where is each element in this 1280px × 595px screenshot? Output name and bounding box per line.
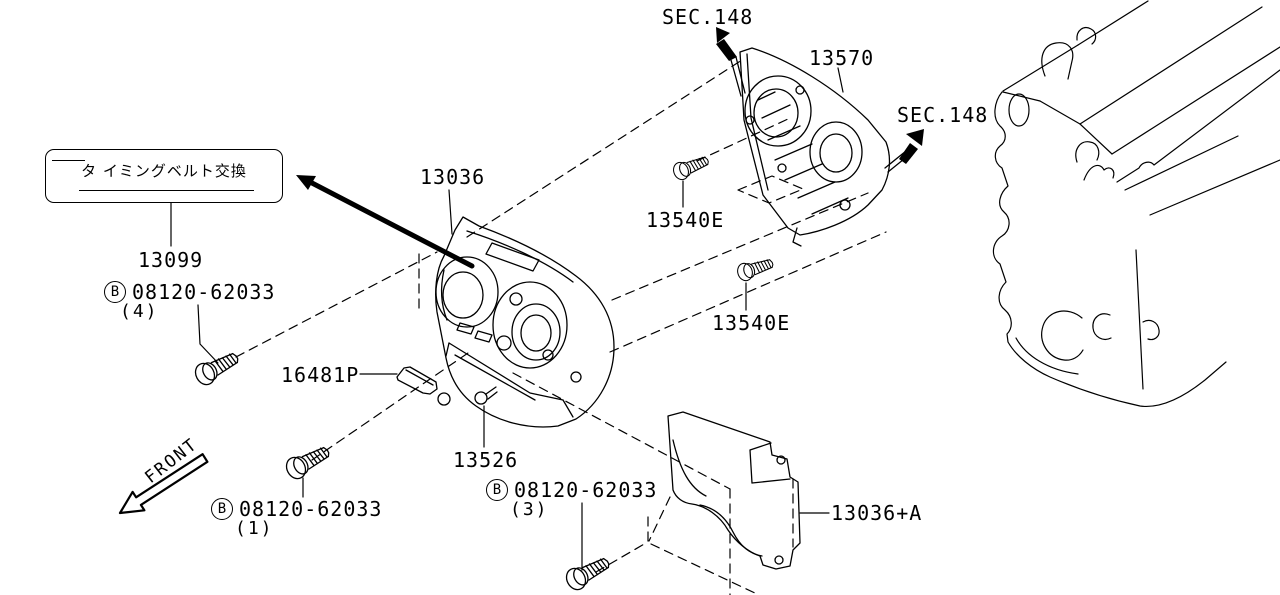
note-tick-line: [52, 160, 85, 161]
sec148-top-arrow-icon: [716, 27, 737, 61]
leader-lines: [170, 67, 844, 571]
sec148-right-arrow-icon: [899, 129, 924, 164]
lower-cover-13036a-drawing: [667, 411, 801, 570]
bolt-b1-icon: [282, 440, 334, 483]
bolt-ref-b4-number: 08120-62033: [132, 280, 276, 304]
sec148-right-label: SEC.148: [897, 103, 989, 127]
bolt-b4-icon: [191, 346, 243, 389]
part-label-13540e-b: 13540E: [712, 311, 791, 335]
stud-13526-icon: [474, 386, 498, 405]
part-label-13540e-a: 13540E: [646, 208, 725, 232]
bolt-ref-b4: B 08120-62033: [104, 281, 275, 303]
bolt-ref-b3: B 08120-62033: [486, 479, 657, 501]
front-direction-arrow-icon: [118, 453, 209, 515]
timing-belt-note-box: タ イミングベルト交換: [45, 149, 283, 203]
front-cover-13036-drawing: [435, 216, 615, 428]
bolt-b3-icon: [562, 551, 614, 594]
part-label-13099: 13099: [138, 248, 204, 272]
part-label-13036a: 13036+A: [831, 501, 923, 525]
circled-b-icon: B: [104, 281, 126, 303]
note-box-arrow-icon: [296, 175, 475, 269]
part-label-13570: 13570: [809, 46, 875, 70]
part-label-13526: 13526: [453, 448, 519, 472]
bolt-ref-b4-qty: (4): [120, 301, 159, 322]
part-label-16481p: 16481P: [281, 363, 360, 387]
bolt-ref-b1-qty: (1): [235, 518, 274, 539]
part-label-13036: 13036: [420, 165, 486, 189]
pin-16481p-icon: [396, 366, 438, 395]
bolt-ref-b1: B 08120-62033: [211, 498, 382, 520]
bolt-13540e-b-icon: [734, 254, 776, 284]
projection-dashed-lines: [235, 59, 887, 595]
circled-b-icon: B: [486, 479, 508, 501]
bolt-ref-b1-number: 08120-62033: [239, 497, 383, 521]
circled-b-icon: B: [211, 498, 233, 520]
note-underline: [79, 190, 254, 191]
note-text: タ イミングベルト交換: [81, 162, 247, 180]
engine-block-sketch: [992, 0, 1280, 408]
bolt-13540e-a-icon: [670, 151, 712, 183]
bolt-ref-b3-number: 08120-62033: [514, 478, 658, 502]
sec148-top-label: SEC.148: [662, 5, 754, 29]
rear-cover-13570-drawing: [730, 47, 910, 247]
bolt-ref-b3-qty: (3): [510, 499, 549, 520]
